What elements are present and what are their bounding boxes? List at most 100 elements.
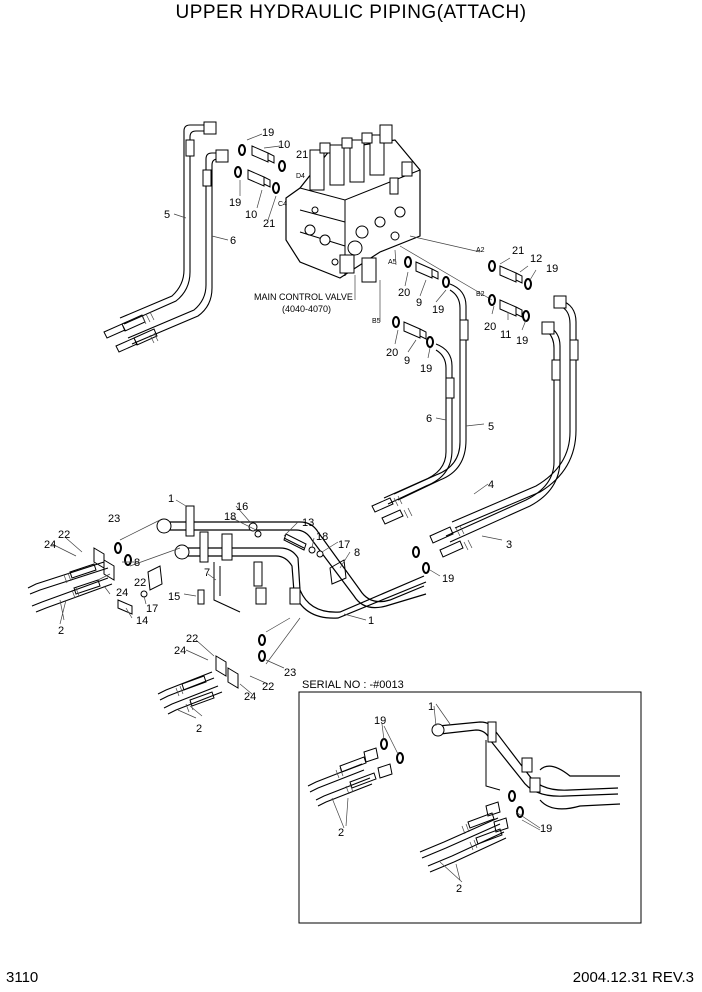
callout-19: 19 [540,823,552,835]
inset-oring-19-d [516,806,524,818]
callout-16: 16 [236,501,248,513]
hose-ends-center [371,495,413,525]
page-number: 3110 [6,969,39,986]
adapter-11 [488,294,530,322]
callout-24: 24 [174,645,186,657]
adapter-10-upper [238,144,286,172]
hose-3 [445,321,561,543]
date-revision: 2004.12.31 REV.3 [572,969,694,986]
callout-14: 14 [136,615,148,627]
inset-hose-2-lower [419,801,509,873]
callout-2: 2 [456,883,462,895]
port-a5-label: A5 [388,259,397,266]
callout-23: 23 [108,513,120,525]
callout-17: 17 [146,603,158,615]
callout-23: 23 [284,667,296,679]
hose-2-upper-group [27,547,115,613]
pipe-assembly-1 [156,505,427,619]
valve-range-label: (4040-4070) [282,304,331,314]
callout-21: 21 [263,218,275,230]
callout-21: 21 [512,245,524,257]
callout-1: 1 [368,615,374,627]
callout-15: 15 [168,591,180,603]
oring-19-upper [412,546,420,558]
callout-18: 18 [316,531,328,543]
check-valve-15 [197,589,205,605]
page-title: UPPER HYDRAULIC PIPING(ATTACH) [175,2,527,23]
oring-19-lower [422,562,430,574]
callout-3: 3 [506,539,512,551]
adapter-9-lower [392,316,434,348]
inset-oring-19-a [380,738,388,750]
hose-6-center [383,343,455,505]
callout-24: 24 [44,539,56,551]
callout-10: 10 [245,209,257,221]
callout-19: 19 [432,304,444,316]
callout-8: 8 [354,547,360,559]
hose-4 [451,295,579,529]
inset-oring-19-c [508,790,516,802]
callout-1: 1 [168,493,174,505]
callout-21: 21 [296,149,308,161]
inset-hose-2-upper [307,747,393,807]
callout-19: 19 [442,573,454,585]
callout-19: 19 [262,127,274,139]
callout-20: 20 [398,287,410,299]
callout-9: 9 [416,297,422,309]
callout-19: 19 [516,335,528,347]
serial-label: SERIAL NO : -#0013 [302,679,404,691]
hose-2-lower-group [157,655,239,715]
hose-ends-upper-left [103,311,159,353]
callout-9: 9 [404,355,410,367]
washer-17-right [316,550,324,558]
callout-22: 22 [262,681,274,693]
oring-23-mid [124,554,132,566]
callout-7: 7 [204,567,210,579]
port-a2-label: A2 [476,247,485,254]
callout-18: 18 [224,511,236,523]
washer-18-top [254,530,262,538]
callout-labels: 19 10 21 19 10 21 5 6 21 12 19 20 9 19 2… [44,127,558,895]
inset-pipe-assembly [431,721,621,810]
hose-ends-right [429,525,473,558]
callout-12: 12 [530,253,542,265]
nut-16 [248,522,258,532]
callout-1: 1 [428,701,434,713]
callout-22: 22 [58,529,70,541]
main-control-valve [285,124,421,300]
clamp-8-right [329,559,347,585]
inset-oring-19-b [396,752,404,764]
hose-5-center [393,283,469,501]
oring-23-low-a [258,634,266,646]
oring-23-top [114,542,122,554]
callout-8: 8 [134,557,140,569]
port-b5-label: B5 [372,318,381,325]
callout-6: 6 [426,413,432,425]
callout-leaders [51,133,541,883]
callout-20: 20 [484,321,496,333]
callout-4: 4 [488,479,494,491]
callout-24: 24 [244,691,256,703]
callout-2: 2 [58,625,64,637]
hose-5-upper-left [119,121,217,325]
adapter-10-lower [234,166,280,194]
callout-5: 5 [164,209,170,221]
oring-23-low-b [258,650,266,662]
callout-5: 5 [488,421,494,433]
callout-19: 19 [546,263,558,275]
hose-6-upper-left [127,149,229,345]
callout-22: 22 [134,577,146,589]
serial-inset-box [298,691,642,924]
adapter-12 [488,260,532,290]
port-c4-label: C4 [278,201,287,208]
bolt-13 [283,533,307,551]
callout-13: 13 [302,517,314,529]
callout-2: 2 [196,723,202,735]
bolt-14 [117,599,133,615]
callout-19: 19 [374,715,386,727]
callout-17: 17 [338,539,350,551]
callout-22: 22 [186,633,198,645]
port-d4-label: D4 [296,173,305,180]
callout-24: 24 [116,587,128,599]
